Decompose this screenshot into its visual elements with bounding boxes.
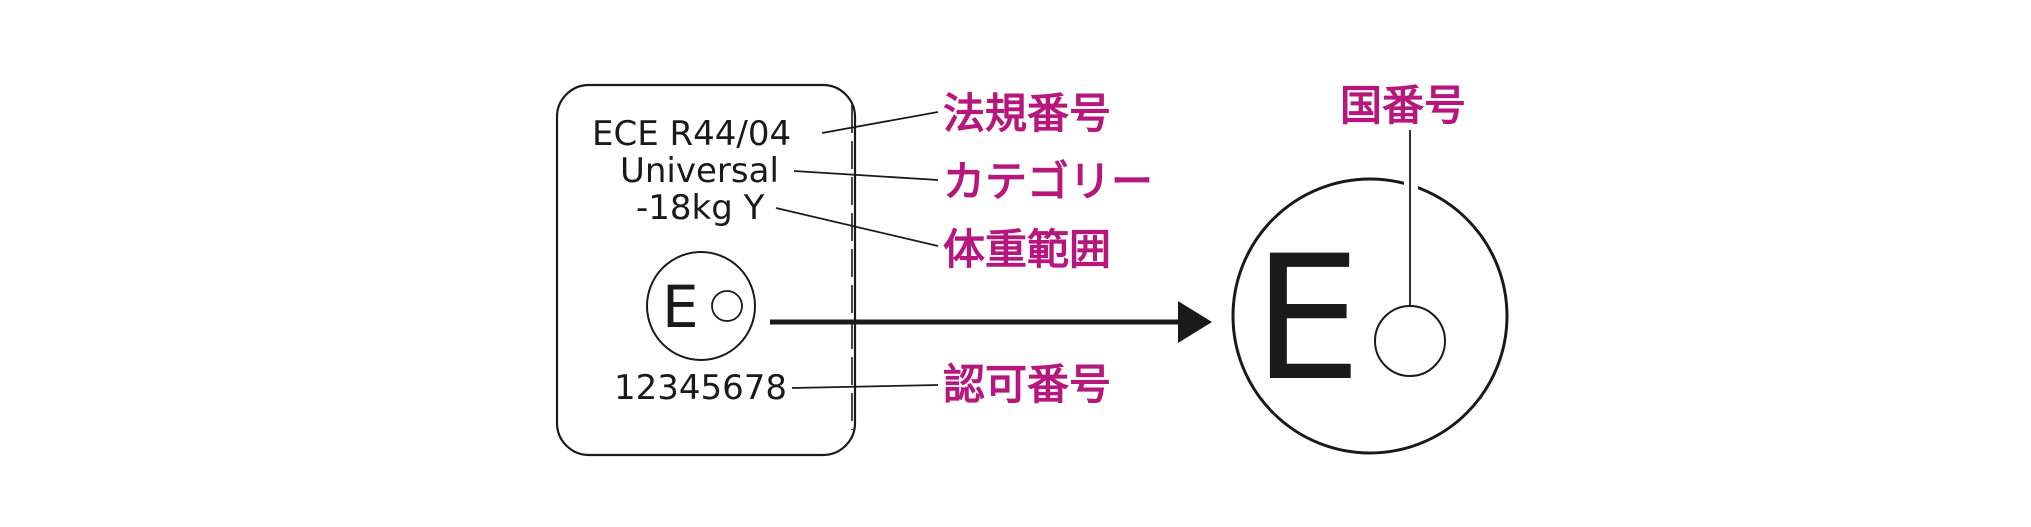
category-text: Universal <box>620 151 779 191</box>
callout-regulation-number: 法規番号 <box>943 89 1111 138</box>
leader-weight <box>775 207 939 247</box>
callout-approval-number: 認可番号 <box>943 360 1111 409</box>
callout-country-number: 国番号 <box>1340 81 1466 130</box>
zoom-e-mark-circle <box>1231 177 1509 455</box>
approval-number-text: 12345678 <box>614 368 787 408</box>
label-card <box>555 83 857 457</box>
regulation-text: ECE R44/04 <box>592 114 791 154</box>
arrow-icon <box>1178 301 1212 343</box>
weight-text: -18kg Y <box>636 188 765 228</box>
callout-weight-range: 体重範囲 <box>943 225 1111 274</box>
label-e-mark-circle <box>646 251 756 361</box>
leader-approval <box>791 384 939 389</box>
label-country-circle <box>711 290 743 322</box>
callout-category: カテゴリー <box>943 157 1153 206</box>
leader-category <box>793 170 939 181</box>
leader-regulation <box>821 111 939 134</box>
zoom-e-letter: E <box>1253 218 1362 419</box>
zoom-country-circle <box>1374 305 1446 377</box>
label-e-letter: E <box>662 273 699 341</box>
leader-gap <box>1404 174 1418 190</box>
